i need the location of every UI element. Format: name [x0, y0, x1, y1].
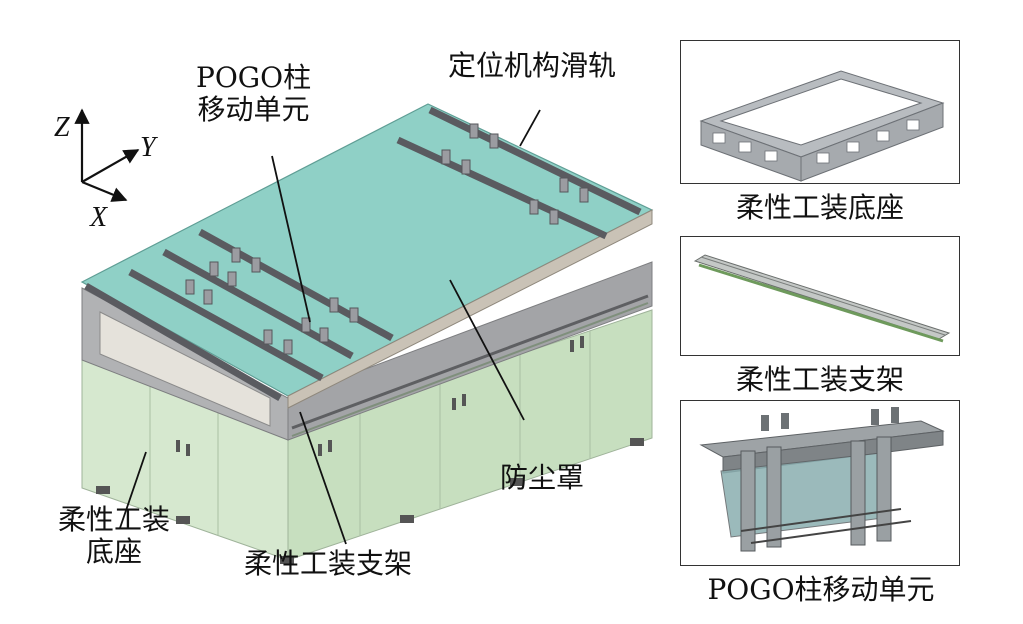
- caption-base: 柔性工装底座: [735, 191, 904, 224]
- label-pogo-unit-line1: POGO柱: [196, 61, 312, 94]
- pogo-unit-icon: [699, 407, 945, 552]
- label-dust-cover: 防尘罩: [500, 461, 585, 494]
- flexible-bracket: [81, 261, 653, 441]
- label-base-line2: 底座: [86, 535, 143, 569]
- label-bracket: 柔性工装支架: [244, 547, 413, 580]
- caption-bracket: 柔性工装支架: [735, 363, 904, 396]
- axes-icon: [74, 108, 140, 202]
- flexible-base: [81, 309, 653, 564]
- label-base: 柔性工装 底座: [58, 503, 171, 569]
- label-rail: 定位机构滑轨: [448, 49, 617, 82]
- z-axis-label: Z: [54, 112, 70, 143]
- label-pogo-unit: POGO柱 移动单元: [196, 61, 312, 127]
- panel-pogo: [680, 400, 960, 566]
- label-base-line1: 柔性工装: [58, 503, 171, 536]
- x-axis-label: X: [90, 202, 108, 233]
- base-frame-icon: [699, 70, 945, 182]
- label-pogo-unit-line2: 移动单元: [197, 93, 310, 127]
- caption-pogo: POGO柱移动单元: [707, 573, 935, 606]
- pogo-posts: [185, 123, 589, 355]
- panel-base: [680, 40, 960, 184]
- y-axis-label: Y: [140, 132, 156, 163]
- leader-lines: [119, 109, 541, 545]
- panel-bracket: [680, 236, 960, 356]
- bracket-beam-icon: [693, 254, 951, 343]
